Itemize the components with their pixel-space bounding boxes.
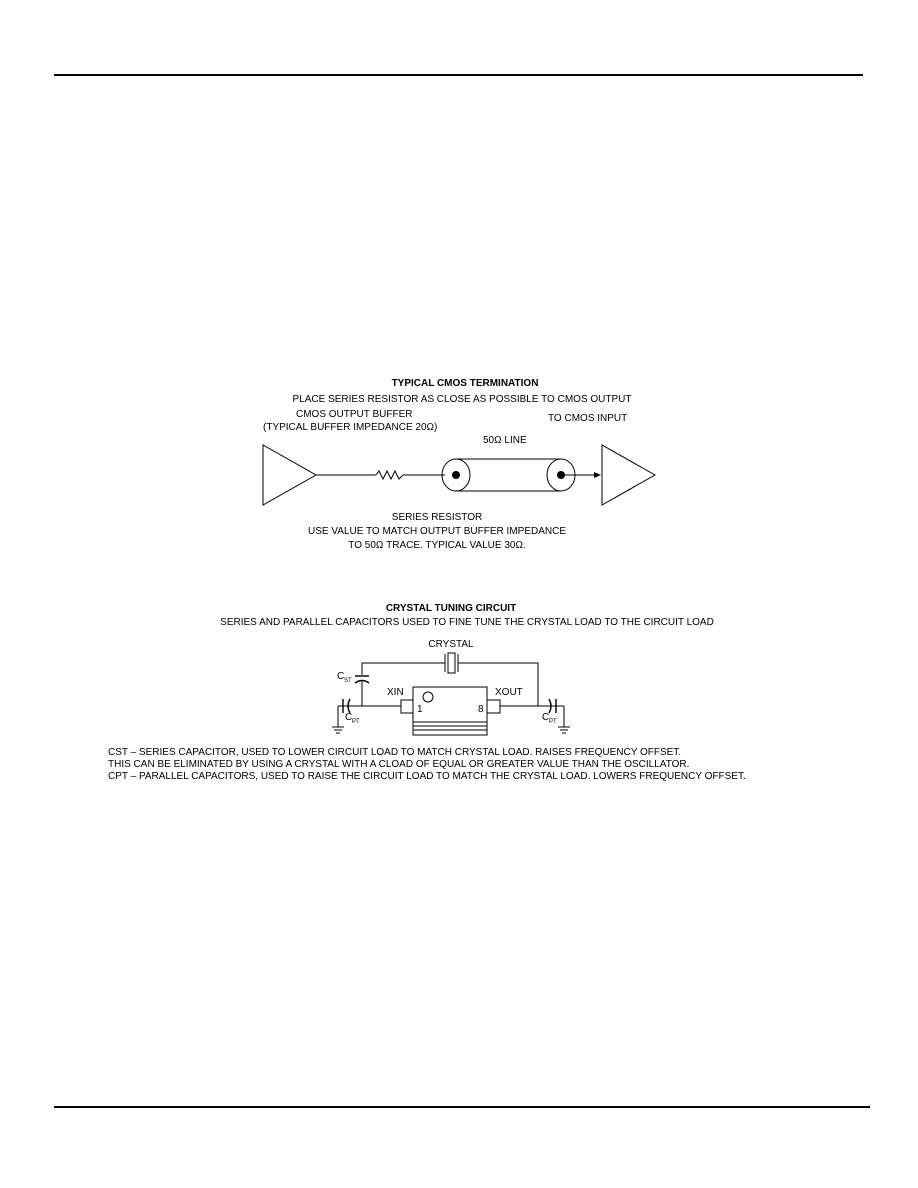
- series-capacitor-symbol: [354, 675, 370, 684]
- xout-pin: [486, 699, 501, 714]
- cmos-buffer-impedance: (TYPICAL BUFFER IMPEDANCE 20Ω): [263, 422, 437, 433]
- cpt-right-label: C: [542, 712, 549, 723]
- cmos-subtitle: PLACE SERIES RESISTOR AS CLOSE AS POSSIB…: [293, 394, 632, 405]
- note-cpt: CPT – PARALLEL CAPACITORS, USED TO RAISE…: [108, 771, 746, 782]
- pin-1-label: 1: [417, 704, 423, 715]
- resistor-note-2: TO 50Ω TRACE. TYPICAL VALUE 30Ω.: [348, 540, 525, 551]
- cmos-termination-diagram: TYPICAL CMOS TERMINATION PLACE SERIES RE…: [262, 378, 657, 551]
- cmos-input-symbol: [601, 444, 657, 506]
- xin-pin: [400, 699, 414, 714]
- crystal-right-wire: [458, 662, 539, 706]
- cmos-input-label: TO CMOS INPUT: [548, 413, 627, 424]
- crystal-tuning-diagram: CRYSTAL TUNING CIRCUIT SERIES AND PARALL…: [220, 603, 714, 736]
- cst-label: C: [337, 671, 344, 682]
- series-resistor-symbol: [375, 469, 404, 481]
- bottom-rule: [54, 1106, 870, 1108]
- xout-label: XOUT: [495, 687, 523, 698]
- left-ground-symbol: [332, 705, 344, 734]
- cmos-buffer-label: CMOS OUTPUT BUFFER: [296, 409, 412, 420]
- oscillator-ic-symbol: [400, 686, 501, 736]
- xin-label: XIN: [387, 687, 404, 698]
- crystal-label: CRYSTAL: [428, 639, 474, 650]
- cpt-left-subscript: PT: [352, 719, 360, 725]
- coax-line-symbol: [441, 458, 576, 492]
- cmos-title: TYPICAL CMOS TERMINATION: [392, 378, 539, 389]
- crystal-title: CRYSTAL TUNING CIRCUIT: [386, 603, 516, 614]
- resistor-note-1: USE VALUE TO MATCH OUTPUT BUFFER IMPEDAN…: [308, 526, 566, 537]
- signal-arrow: [594, 472, 601, 478]
- note-cload: THIS CAN BE ELIMINATED BY USING A CRYSTA…: [108, 759, 689, 770]
- pin-8-label: 8: [478, 704, 484, 715]
- note-cst: CST – SERIES CAPACITOR, USED TO LOWER CI…: [108, 747, 681, 758]
- left-parallel-capacitor-symbol: [342, 698, 351, 714]
- cpt-right-subscript: PT: [549, 719, 557, 725]
- crystal-symbol: [444, 652, 459, 674]
- right-ground-symbol: [558, 705, 570, 734]
- output-buffer-symbol: [262, 444, 318, 506]
- right-parallel-capacitor-symbol: [548, 698, 557, 714]
- crystal-subtitle: SERIES AND PARALLEL CAPACITORS USED TO F…: [220, 617, 714, 628]
- crystal-left-wire: [361, 662, 445, 675]
- top-rule: [54, 74, 863, 76]
- cst-subscript: ST: [344, 678, 352, 684]
- cpt-left-label: C: [345, 712, 352, 723]
- line-impedance-label: 50Ω LINE: [483, 435, 527, 446]
- resistor-title: SERIES RESISTOR: [392, 512, 482, 523]
- notes-block: CST – SERIES CAPACITOR, USED TO LOWER CI…: [108, 747, 746, 782]
